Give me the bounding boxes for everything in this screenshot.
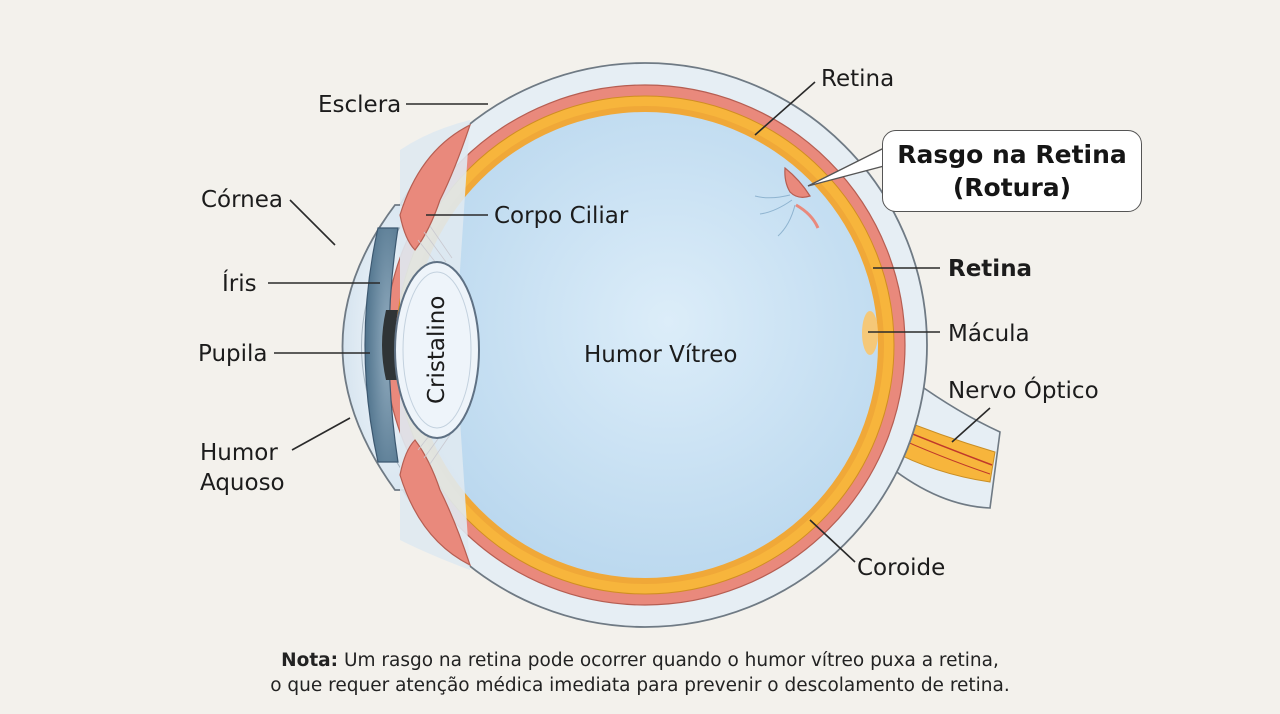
vitreous-humor (412, 112, 878, 578)
macula (862, 311, 878, 355)
label-macula: Mácula (948, 321, 1030, 347)
label-humor-aquoso-line1: Humor (200, 440, 278, 466)
label-esclera: Esclera (318, 92, 401, 118)
label-retina-top: Retina (821, 66, 894, 92)
label-nervo-optico: Nervo Óptico (948, 376, 1099, 404)
ciliary-body-bottom (399, 439, 472, 567)
footnote-prefix: Nota: (281, 650, 339, 671)
footnote-line-1: Nota: Um rasgo na retina pode ocorrer qu… (200, 648, 1080, 673)
leader-coroide (809, 519, 856, 563)
retinal-tear-callout: Rasgo na Retina (Rotura) (882, 130, 1142, 212)
label-humor-aquoso-line2: Aquoso (200, 470, 285, 496)
leader-nervo-optico (951, 407, 991, 443)
footnote: Nota: Um rasgo na retina pode ocorrer qu… (200, 648, 1080, 698)
iris (364, 227, 399, 463)
footnote-line-2: o que requer atenção médica imediata par… (270, 675, 1010, 696)
retinal-tear (784, 166, 811, 198)
lens (394, 261, 480, 439)
leader-cornea (289, 199, 336, 246)
label-corpo-ciliar: Corpo Ciliar (494, 203, 629, 229)
leader-humor-aquoso (291, 417, 351, 451)
leader-retina-top (754, 81, 816, 136)
label-coroide: Coroide (857, 555, 945, 581)
label-iris: Íris (222, 269, 257, 297)
label-pupila: Pupila (198, 341, 268, 367)
callout-line-1: Rasgo na Retina (897, 140, 1127, 169)
label-cristalino: Cristalino (424, 296, 450, 404)
label-cornea: Córnea (201, 187, 283, 213)
label-retina-right: Retina (948, 256, 1032, 282)
ciliary-body-top (399, 123, 472, 251)
pupil (382, 310, 398, 380)
callout-line-2: (Rotura) (952, 173, 1072, 202)
footnote-text-1: Um rasgo na retina pode ocorrer quando o… (338, 650, 999, 671)
label-humor-vitreo: Humor Vítreo (584, 342, 737, 368)
